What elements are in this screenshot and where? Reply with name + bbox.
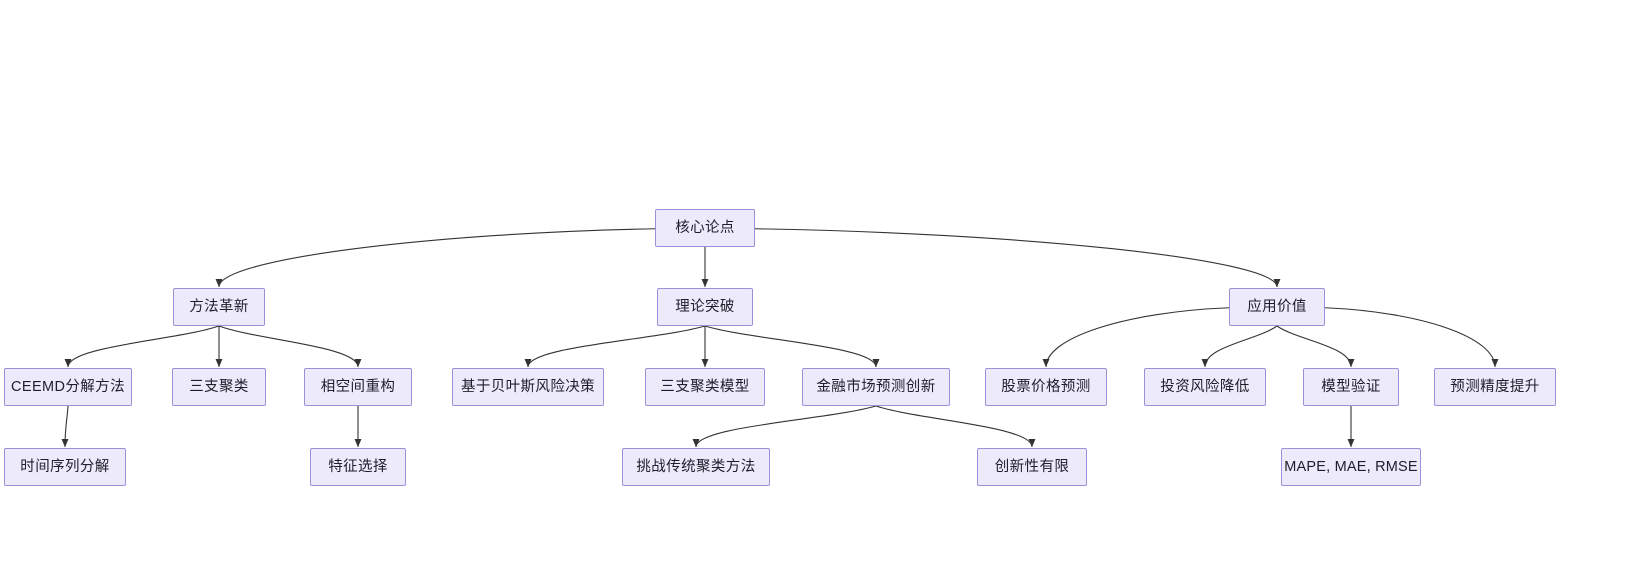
edge-method-to-ceemd <box>64 325 220 368</box>
node-label: 特征选择 <box>328 458 388 475</box>
node-label: 相空间重构 <box>320 378 396 395</box>
node-label: 创新性有限 <box>994 458 1070 475</box>
node-featsel[interactable]: 特征选择 <box>310 448 406 486</box>
node-method[interactable]: 方法革新 <box>173 288 265 326</box>
node-label: 金融市场预测创新 <box>816 378 936 395</box>
node-label: 预测精度提升 <box>1450 378 1540 395</box>
edge-root-to-method <box>215 228 656 288</box>
node-application[interactable]: 应用价值 <box>1229 288 1325 326</box>
edge-root-to-application <box>754 228 1281 288</box>
node-label: 应用价值 <box>1247 298 1307 315</box>
node-label: 模型验证 <box>1321 378 1381 395</box>
node-phase[interactable]: 相空间重构 <box>304 368 412 406</box>
edge-application-to-risk <box>1201 325 1278 368</box>
node-finance[interactable]: 金融市场预测创新 <box>802 368 950 406</box>
node-label: 三支聚类模型 <box>660 378 750 395</box>
node-label: CEEMD分解方法 <box>11 378 125 395</box>
edge-finance-to-challenge <box>692 405 877 448</box>
node-label: 理论突破 <box>675 298 735 315</box>
node-theory[interactable]: 理论突破 <box>657 288 753 326</box>
node-ceemd[interactable]: CEEMD分解方法 <box>4 368 132 406</box>
node-threeway[interactable]: 三支聚类 <box>172 368 266 406</box>
node-metrics[interactable]: MAPE, MAE, RMSE <box>1281 448 1421 486</box>
node-challenge[interactable]: 挑战传统聚类方法 <box>622 448 770 486</box>
node-label: MAPE, MAE, RMSE <box>1284 458 1418 475</box>
node-accuracy[interactable]: 预测精度提升 <box>1434 368 1556 406</box>
edge-finance-to-limited <box>875 405 1036 448</box>
edge-application-to-accuracy <box>1324 307 1499 368</box>
edge-theory-to-finance <box>704 325 880 368</box>
node-label: 三支聚类 <box>189 378 249 395</box>
node-tsdecomp[interactable]: 时间序列分解 <box>4 448 126 486</box>
node-limited[interactable]: 创新性有限 <box>977 448 1087 486</box>
node-stock[interactable]: 股票价格预测 <box>985 368 1107 406</box>
node-label: 核心论点 <box>675 219 735 236</box>
edge-application-to-validate <box>1276 325 1355 368</box>
node-label: 方法革新 <box>189 298 249 315</box>
node-bayes[interactable]: 基于贝叶斯风险决策 <box>452 368 604 406</box>
node-risk[interactable]: 投资风险降低 <box>1144 368 1266 406</box>
node-label: 股票价格预测 <box>1001 378 1091 395</box>
edge-method-to-phase <box>218 325 362 368</box>
node-root[interactable]: 核心论点 <box>655 209 755 247</box>
node-twmodel[interactable]: 三支聚类模型 <box>645 368 765 406</box>
node-label: 基于贝叶斯风险决策 <box>460 378 596 395</box>
node-label: 挑战传统聚类方法 <box>636 458 756 475</box>
edge-application-to-stock <box>1042 307 1230 368</box>
node-label: 时间序列分解 <box>20 458 110 475</box>
edge-theory-to-bayes <box>524 325 706 368</box>
node-label: 投资风险降低 <box>1160 378 1250 395</box>
edge-ceemd-to-tsdecomp <box>61 405 69 448</box>
node-validate[interactable]: 模型验证 <box>1303 368 1399 406</box>
